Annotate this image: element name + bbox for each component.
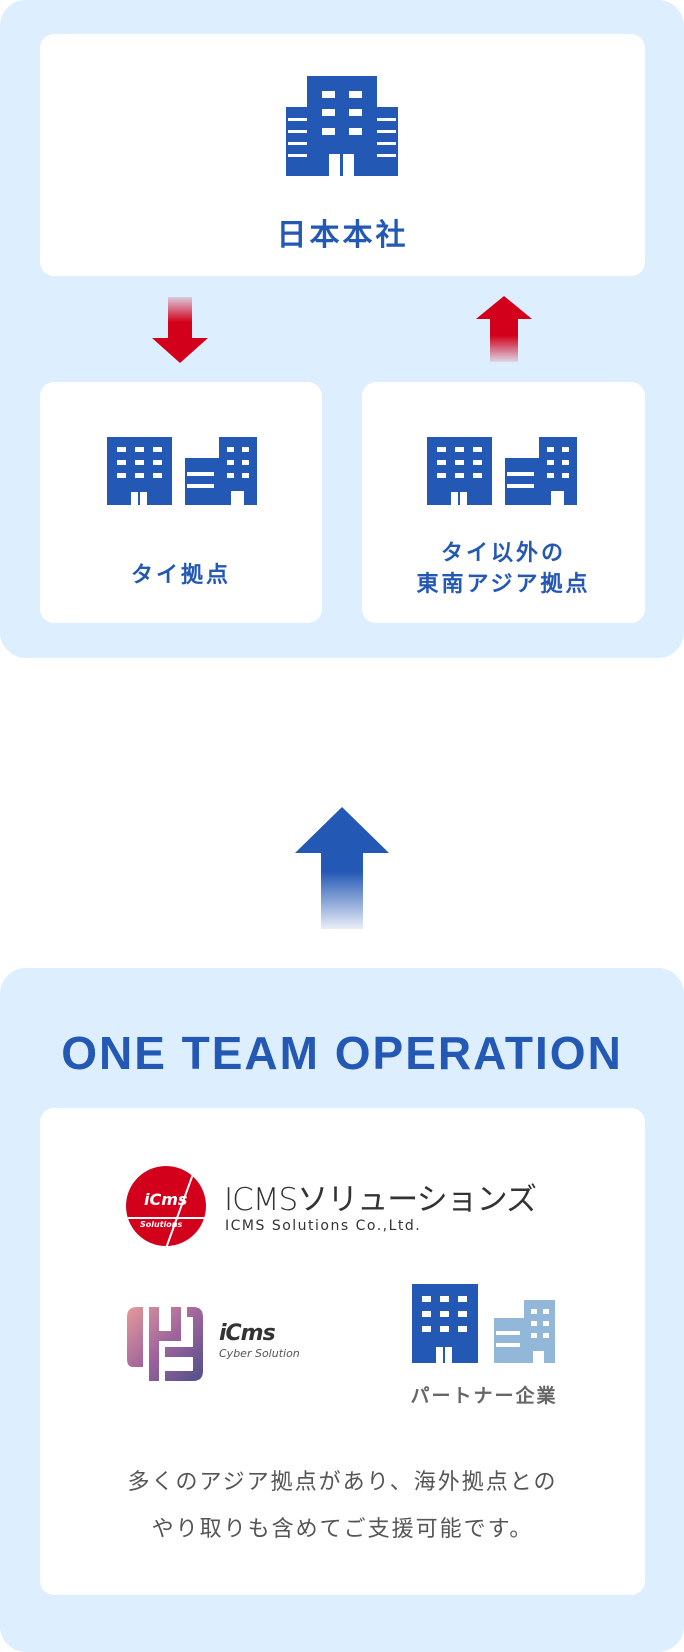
partner-label: パートナー企業 <box>410 1385 558 1407</box>
branch-buildings-icon <box>427 437 577 505</box>
cyber-logo-sub: Cyber Solution <box>219 1347 300 1360</box>
branch-buildings-icon <box>107 437 257 505</box>
thai-card: タイ拠点 <box>40 382 322 623</box>
hq-card: 日本本社 <box>40 34 645 276</box>
icms-logo-sub: Solutions <box>140 1220 183 1229</box>
cyber-solution-logo: iCms Cyber Solution <box>127 1307 337 1382</box>
icms-name-main: ICMSソリューションズ <box>224 1182 537 1218</box>
description-line2: やり取りも含めてご支援可能です。 <box>151 1517 534 1542</box>
down-arrow-icon <box>152 297 208 363</box>
icms-name-sub: ICMS Solutions Co.,Ltd. <box>225 1218 422 1234</box>
up-arrow-icon <box>476 296 532 362</box>
thai-label: タイ拠点 <box>130 563 231 588</box>
icms-logo-text: iCms <box>144 1190 188 1209</box>
description-line1: 多くのアジア拠点があり、海外拠点との <box>127 1470 558 1495</box>
hq-label: 日本本社 <box>276 218 409 253</box>
operation-title: ONE TEAM OPERATION <box>61 1027 623 1079</box>
sea-label-line2: 東南アジア拠点 <box>416 572 591 597</box>
cyber-logo-mark <box>127 1307 203 1381</box>
sea-card: タイ以外の 東南アジア拠点 <box>362 382 645 623</box>
icms-solutions-logo: iCms Solutions <box>126 1166 206 1246</box>
operation-card: iCms Solutions ICMSソリューションズ ICMS Solutio… <box>40 1108 645 1595</box>
big-up-arrow-icon <box>295 807 389 929</box>
cyber-logo-text: iCms <box>219 1321 276 1346</box>
sea-label-line1: タイ以外の <box>440 541 566 566</box>
partner-buildings-icon <box>412 1284 555 1363</box>
hq-building-icon <box>286 76 398 176</box>
